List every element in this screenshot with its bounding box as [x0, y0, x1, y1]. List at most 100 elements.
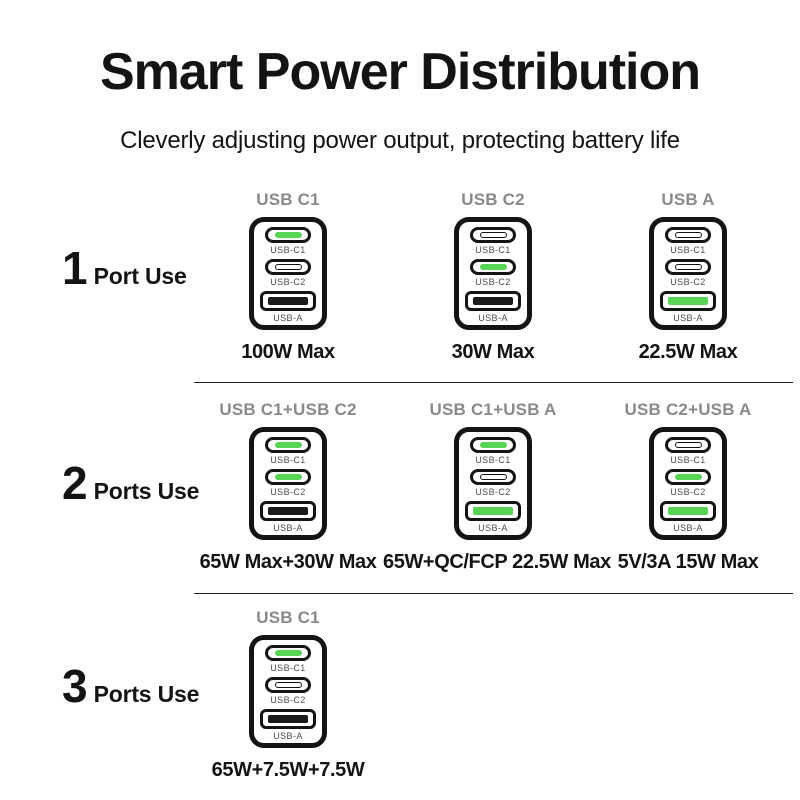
usb-c2-port-label: USB-C2 [270, 277, 306, 287]
usb-c2-port-pin [674, 264, 702, 270]
usb-a-port-label: USB-A [673, 523, 703, 533]
usb-c1-port-label: USB-C1 [270, 663, 306, 673]
usb-a-port-icon [260, 291, 316, 311]
usb-c1-port-pin [274, 442, 302, 448]
usb-a-port-icon [660, 501, 716, 521]
usb-c1-port-icon [470, 437, 516, 453]
row-label-2-ports-use: 2 Ports Use [62, 460, 199, 506]
usb-c2-port-pin [674, 474, 702, 480]
charger-combo-header: USB C2 [461, 190, 525, 209]
usb-c2-port-icon [265, 259, 311, 275]
row-divider [194, 382, 793, 383]
row-label-1-port-use: 1 Port Use [62, 245, 187, 291]
usb-c2-port-pin [274, 264, 302, 270]
row-count: 2 [62, 457, 88, 509]
usb-c2-port-label: USB-C2 [670, 487, 706, 497]
charger-combo-header: USB C1+USB A [429, 400, 557, 419]
usb-c1-port-icon [665, 227, 711, 243]
usb-c1-port-label: USB-C1 [670, 455, 706, 465]
usb-c2-port-icon [470, 469, 516, 485]
usb-c1-port-icon [470, 227, 516, 243]
row-count-label: Port Use [93, 263, 187, 289]
charger-wattage-caption: 5V/3A 15W Max [617, 551, 759, 573]
usb-a-port-label: USB-A [273, 313, 303, 323]
usb-a-port-pin [268, 507, 308, 515]
usb-a-port-pin [668, 507, 708, 515]
usb-c1-port-pin [274, 232, 302, 238]
charger-wattage-caption: 65W Max+30W Max [199, 551, 377, 573]
usb-c1-port-label: USB-C1 [270, 245, 306, 255]
usb-c2-port-label: USB-C2 [475, 487, 511, 497]
page-title: Smart Power Distribution [99, 43, 701, 101]
usb-c2-port-pin [274, 682, 302, 688]
charger-wattage-caption: 65W+7.5W+7.5W [211, 759, 365, 781]
usb-c1-port-pin [479, 232, 507, 238]
usb-c1-port-icon [265, 437, 311, 453]
usb-a-port-icon [260, 501, 316, 521]
usb-c2-port-icon [265, 469, 311, 485]
row-count-label: Ports Use [93, 681, 200, 707]
charger-wattage-caption: 100W Max [241, 341, 335, 363]
usb-a-port-label: USB-A [478, 313, 508, 323]
usb-c1-port-icon [265, 645, 311, 661]
usb-a-port-label: USB-A [273, 523, 303, 533]
charger-combo-header: USB C1 [256, 190, 320, 209]
usb-c1-port-icon [265, 227, 311, 243]
usb-c2-port-pin [274, 474, 302, 480]
usb-c2-port-pin [479, 264, 507, 270]
usb-c1-port-pin [674, 232, 702, 238]
usb-c1-port-pin [274, 650, 302, 656]
usb-a-port-pin [668, 297, 708, 305]
charger-combo-header: USB C2+USB A [624, 400, 752, 419]
row-count: 3 [62, 660, 88, 712]
charger-wattage-caption: 22.5W Max [638, 341, 738, 363]
charger-wattage-caption: 65W+QC/FCP 22.5W Max [383, 551, 611, 573]
usb-c1-port-label: USB-C1 [475, 245, 511, 255]
charger-combo-header: USB C1 [256, 608, 320, 627]
charger-wattage-caption: 30W Max [451, 341, 535, 363]
usb-c2-port-icon [665, 259, 711, 275]
usb-c2-port-icon [470, 259, 516, 275]
usb-a-port-label: USB-A [273, 731, 303, 741]
charger-combo-header: USB C1+USB C2 [219, 400, 357, 419]
usb-c1-port-label: USB-C1 [670, 245, 706, 255]
usb-a-port-pin [473, 297, 513, 305]
usb-c2-port-icon [665, 469, 711, 485]
usb-c1-port-label: USB-C1 [475, 455, 511, 465]
usb-a-port-pin [268, 297, 308, 305]
usb-c2-port-label: USB-C2 [670, 277, 706, 287]
usb-a-port-pin [473, 507, 513, 515]
charger-combo-header: USB A [661, 190, 715, 209]
usb-a-port-icon [465, 291, 521, 311]
usb-a-port-label: USB-A [673, 313, 703, 323]
usb-c2-port-icon [265, 677, 311, 693]
usb-c2-port-label: USB-C2 [475, 277, 511, 287]
usb-a-port-icon [260, 709, 316, 729]
usb-c2-port-label: USB-C2 [270, 487, 306, 497]
usb-c2-port-label: USB-C2 [270, 695, 306, 705]
usb-a-port-pin [268, 715, 308, 723]
row-count-label: Ports Use [93, 478, 200, 504]
usb-a-port-icon [660, 291, 716, 311]
usb-c1-port-pin [674, 442, 702, 448]
row-divider [194, 593, 793, 594]
row-label-3-ports-use: 3 Ports Use [62, 663, 199, 709]
usb-c1-port-pin [479, 442, 507, 448]
row-count: 1 [62, 242, 88, 294]
usb-c2-port-pin [479, 474, 507, 480]
page-subtitle: Cleverly adjusting power output, protect… [120, 127, 680, 154]
